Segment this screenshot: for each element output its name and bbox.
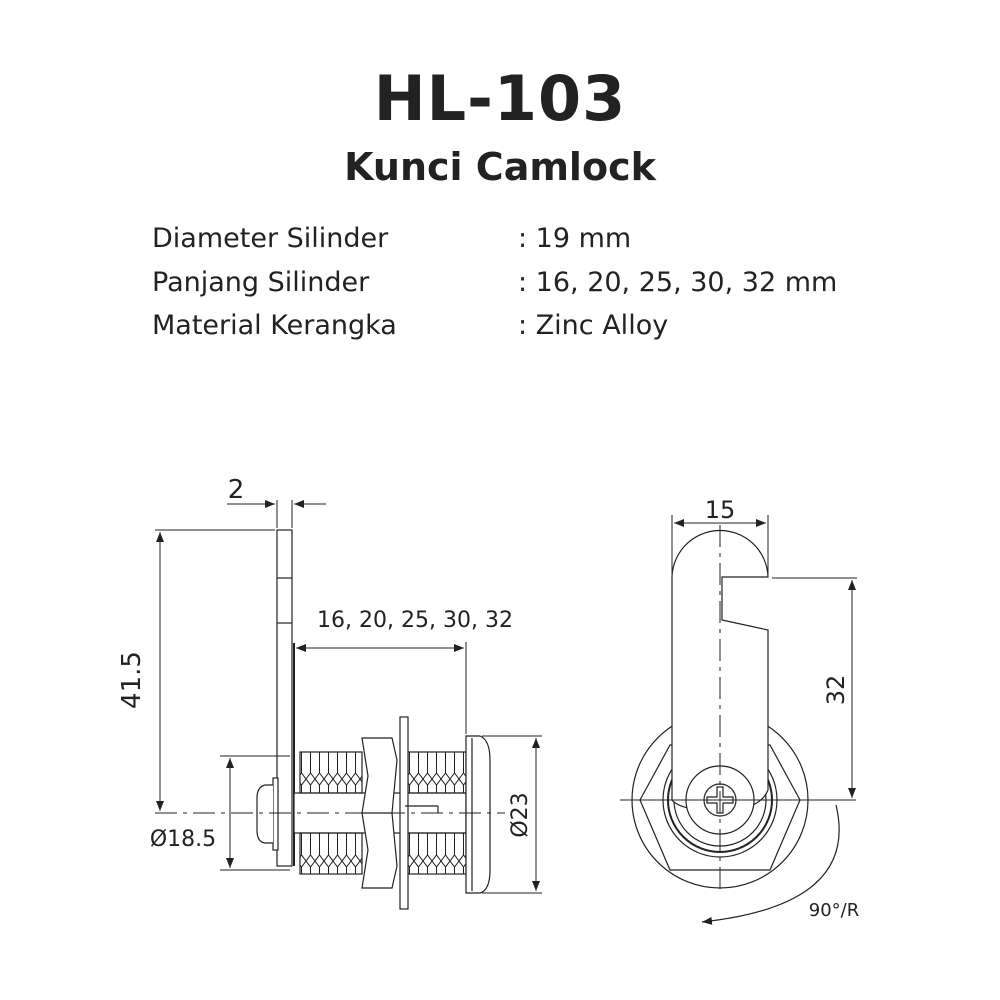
- rotation-arrow: [701, 804, 840, 925]
- thread-upper-left: [299, 751, 363, 794]
- dim-cam-width: 15: [705, 496, 736, 524]
- dim-plate-thickness: 2: [228, 475, 245, 505]
- dim-height: 41.5: [117, 651, 147, 709]
- dim-face-diameter: Ø23: [508, 792, 533, 837]
- thread-lower-left: [299, 832, 363, 875]
- front-view: [620, 515, 857, 925]
- thread-upper-right: [407, 751, 467, 794]
- rear-knob: [256, 784, 273, 844]
- spec-label: Diameter Silinder: [152, 223, 389, 254]
- product-subtitle: Kunci Camlock: [344, 145, 656, 189]
- key-slot-icon: [706, 786, 734, 814]
- spec-label: Material Kerangka: [152, 310, 397, 341]
- side-view: [155, 500, 542, 910]
- face-cap: [465, 735, 491, 894]
- product-title: HL-103: [373, 62, 627, 135]
- spec-value: : 16, 20, 25, 30, 32 mm: [518, 267, 838, 298]
- thread-lower-right: [407, 832, 467, 875]
- spec-label: Panjang Silinder: [152, 267, 370, 298]
- spec-value: : Zinc Alloy: [518, 310, 669, 341]
- dim-cylinder-lengths: 16, 20, 25, 30, 32: [317, 608, 513, 633]
- dim-thread-diameter: Ø18.5: [150, 827, 216, 852]
- spec-value: : 19 mm: [518, 223, 632, 254]
- mounting-plate: [276, 529, 293, 867]
- dim-cam-length: 32: [822, 675, 850, 706]
- rotation-label: 90°/R: [809, 900, 859, 921]
